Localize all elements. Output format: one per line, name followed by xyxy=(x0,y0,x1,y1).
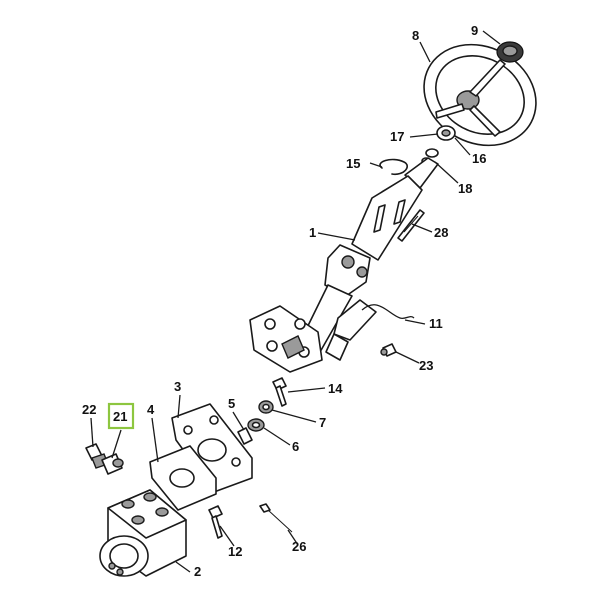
callout-6[interactable]: 6 xyxy=(292,439,299,454)
washer[interactable] xyxy=(258,400,274,414)
callout-2[interactable]: 2 xyxy=(194,564,201,579)
column-mounting-plate xyxy=(249,305,323,373)
bolt-14[interactable] xyxy=(272,377,287,407)
callout-17[interactable]: 17 xyxy=(390,129,404,144)
callout-12[interactable]: 12 xyxy=(228,544,242,559)
callout-18[interactable]: 18 xyxy=(458,181,472,196)
callout-3[interactable]: 3 xyxy=(174,379,181,394)
callout-21[interactable]: 21 xyxy=(113,409,127,424)
callout-8[interactable]: 8 xyxy=(412,28,419,43)
leader-lines xyxy=(90,30,501,573)
callout-5[interactable]: 5 xyxy=(228,396,235,411)
wire-harness[interactable] xyxy=(361,304,415,320)
plug[interactable] xyxy=(380,343,397,357)
tension-spring[interactable] xyxy=(397,209,425,242)
snap-ring[interactable] xyxy=(379,158,408,176)
steering-control-unit[interactable] xyxy=(99,489,187,577)
pin-26[interactable] xyxy=(259,503,293,533)
bolt-12[interactable] xyxy=(208,505,223,539)
callout-14[interactable]: 14 xyxy=(328,381,343,396)
callout-1[interactable]: 1 xyxy=(309,225,316,240)
spring-clip[interactable] xyxy=(425,148,439,158)
callout-26[interactable]: 26 xyxy=(292,539,306,554)
callout-28[interactable]: 28 xyxy=(434,225,448,240)
fitting-21[interactable] xyxy=(101,453,124,475)
callout-highlight-box xyxy=(107,402,135,430)
callout-15[interactable]: 15 xyxy=(346,156,360,171)
callout-11[interactable]: 11 xyxy=(429,316,443,331)
gasket[interactable] xyxy=(149,445,217,511)
horn-cap[interactable] xyxy=(496,41,524,63)
callout-22[interactable]: 22 xyxy=(82,402,96,417)
callout-4[interactable]: 4 xyxy=(147,402,155,417)
shaft-nut[interactable] xyxy=(436,125,456,141)
callout-23[interactable]: 23 xyxy=(419,358,433,373)
callout-labels: 8 9 17 16 15 18 1 28 11 23 14 7 6 5 3 4 … xyxy=(82,23,486,579)
steering-column[interactable] xyxy=(299,157,439,361)
callout-7[interactable]: 7 xyxy=(319,415,326,430)
callout-9[interactable]: 9 xyxy=(471,23,478,38)
callout-16[interactable]: 16 xyxy=(472,151,486,166)
nut-6[interactable] xyxy=(247,418,265,432)
steering-wheel[interactable] xyxy=(406,25,553,164)
